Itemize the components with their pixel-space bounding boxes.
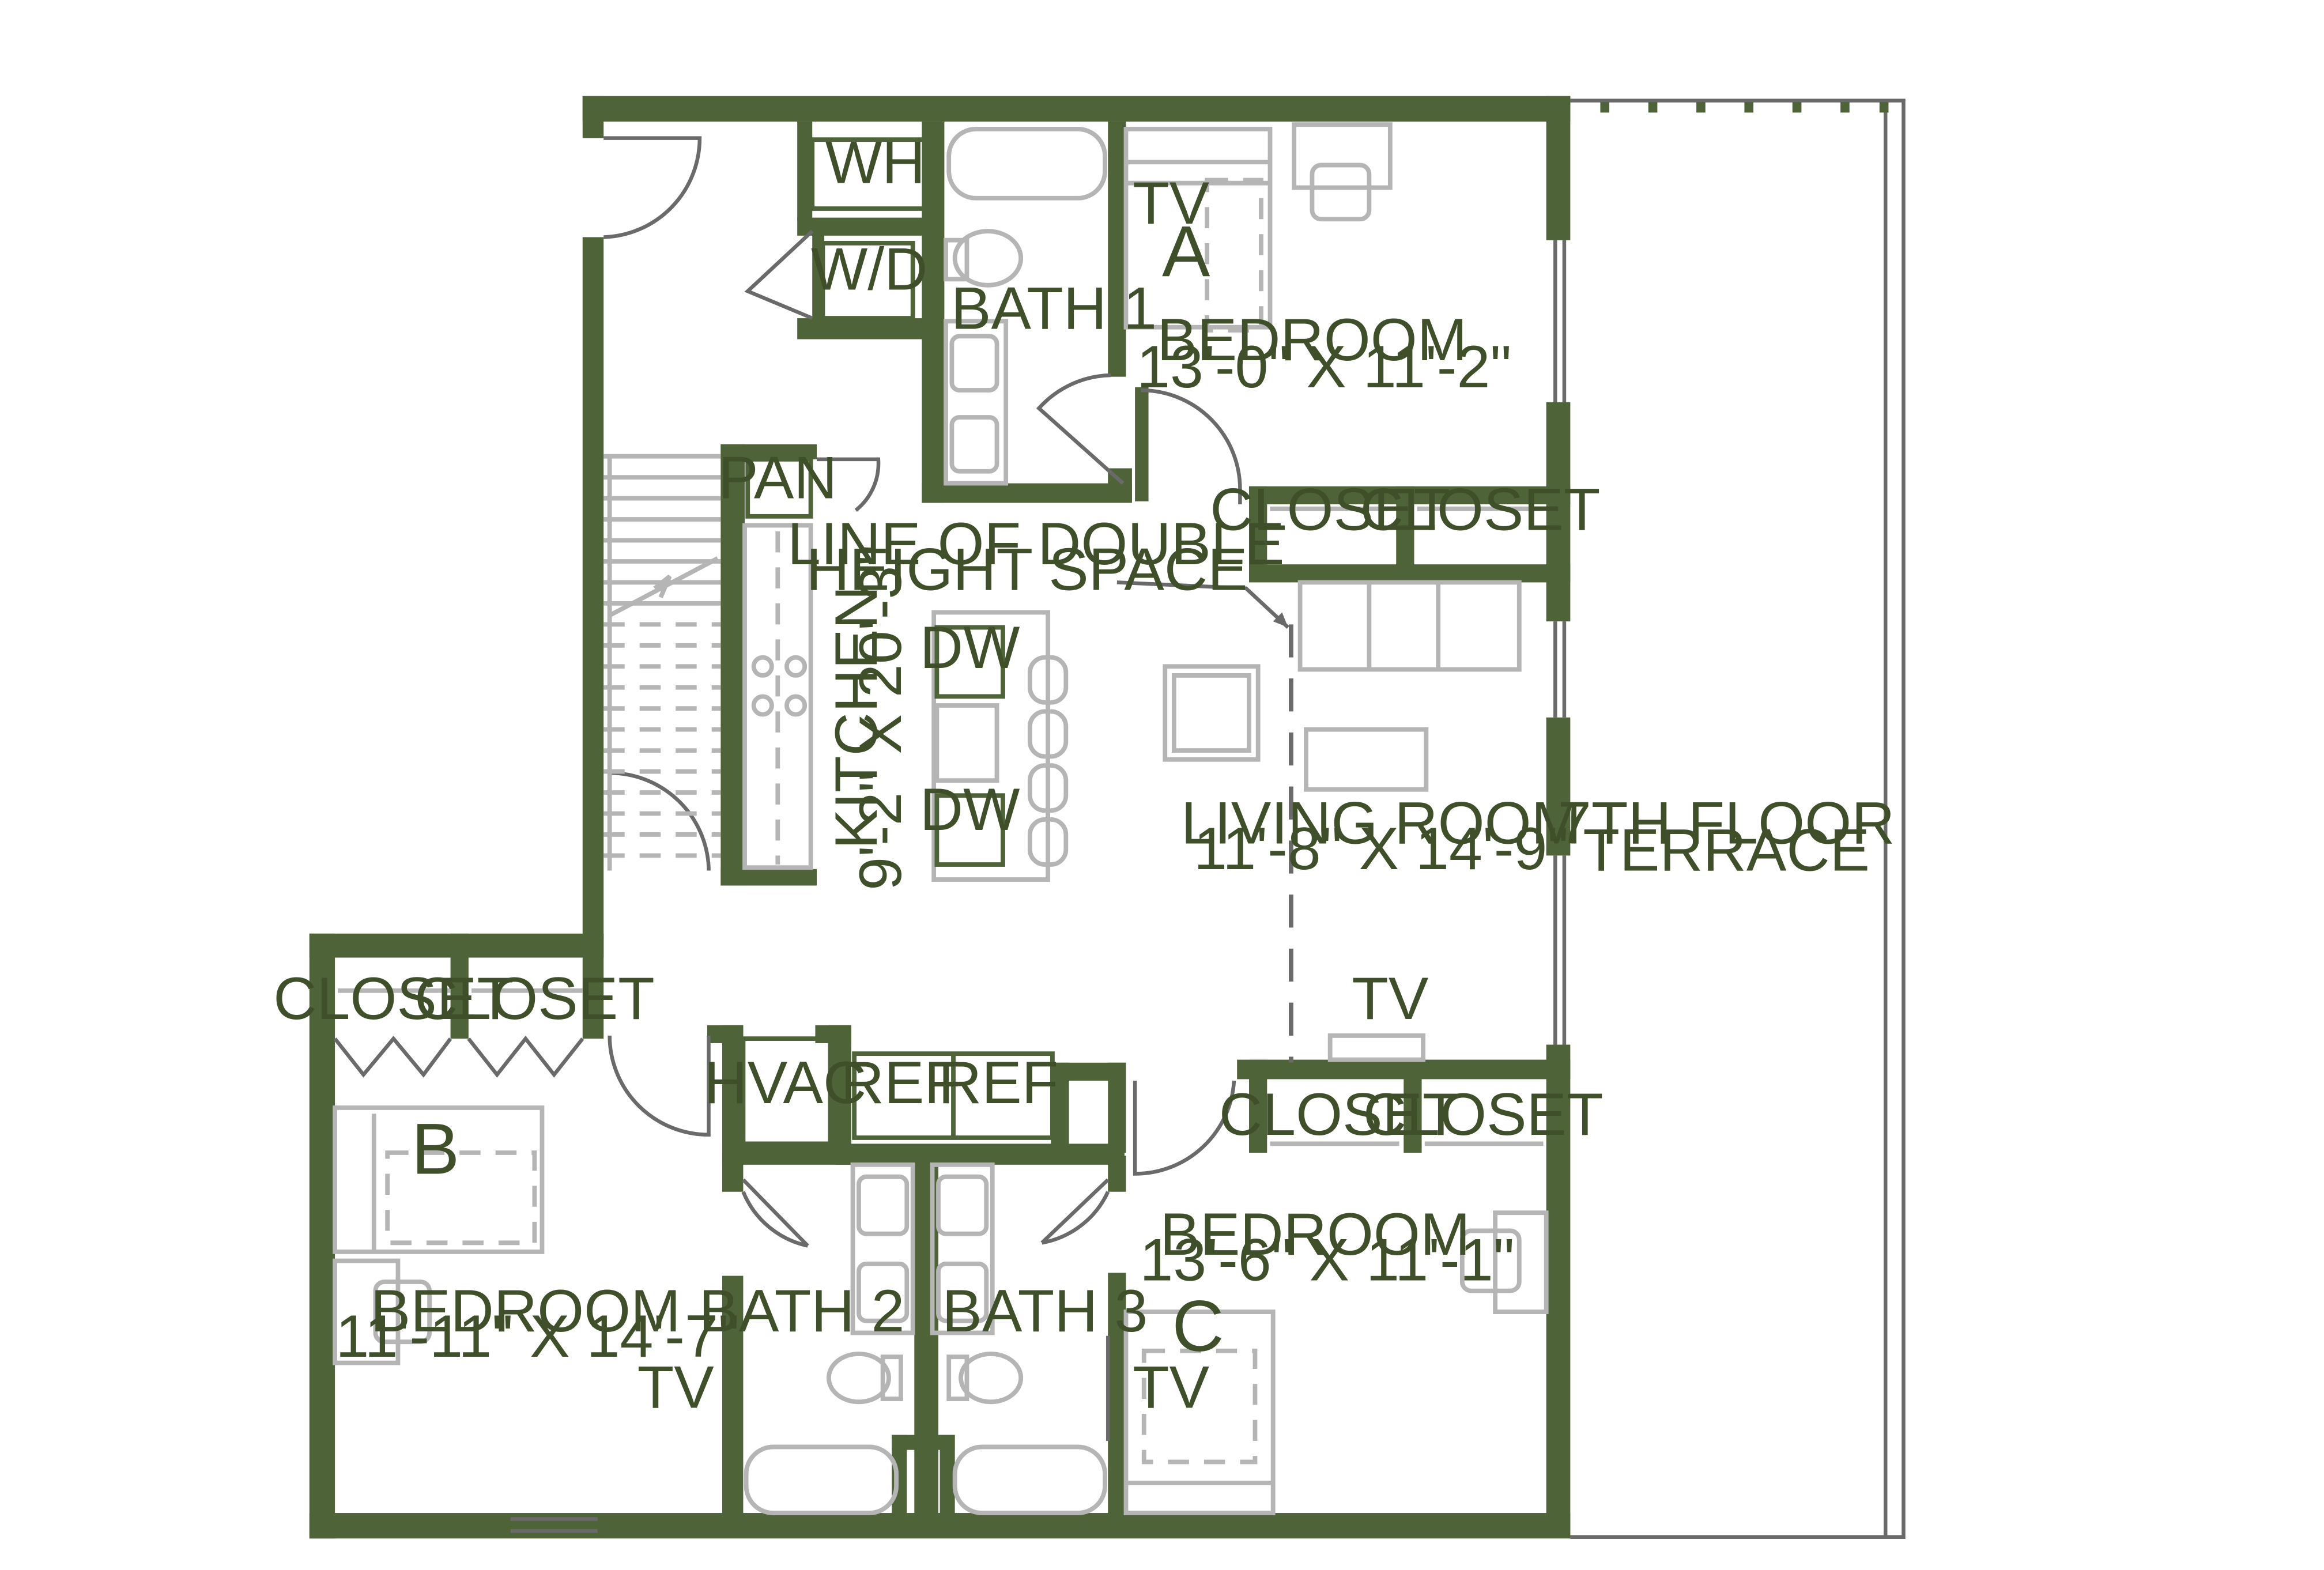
label-bedroom-c-name: BEDROOM [1160,1201,1470,1268]
stairs [603,454,721,871]
label-kitchen-name: KITCHEN [823,586,890,849]
label-dw-2: DW [920,776,1020,843]
label-wh: WH [825,130,926,197]
label-bedroom-c-letter: C [1172,1286,1224,1367]
label-closet-c1: CLOSET [1219,1081,1459,1148]
label-bedroom-b-dims: 11'-11" X 14'-7" [335,1303,739,1370]
kitchen-fixtures [742,523,1261,882]
label-bedroom-b-name: BEDROOM [371,1278,681,1345]
terrace [1570,99,1906,1539]
label-living-dims: 11'-8" X 14'-9" [1194,816,1568,882]
label-bedroom-a-letter: A [1162,212,1210,292]
label-wd: W/D [811,236,927,303]
label-terrace-line2: TERRACE [1583,817,1870,884]
label-note-line1: LINE OF DOUBLE [787,511,1284,578]
label-bedroom-a-name: BEDROOM [1157,307,1467,373]
label-kitchen-dims: 9'-2" X 20'-3" [847,545,914,890]
label-tv-a: TV [1133,170,1210,237]
label-bath1: BATH 1 [951,275,1157,342]
label-bath2: BATH 2 [699,1278,905,1345]
label-closet-b1: CLOSET [273,965,514,1032]
label-bedroom-a-dims: 13'-0" X 11'-2" [1137,334,1511,401]
label-bedroom-c-dims: 13'-6" X 11'-1" [1140,1226,1514,1293]
label-tv-b: TV [637,1354,715,1421]
label-dw-1: DW [920,614,1020,681]
label-pan: PAN [718,445,837,512]
label-closet-a1: CLOSET [1210,476,1450,543]
label-note-line2: HEIGHT SPACE [806,536,1248,603]
label-tv-c: TV [1133,1354,1210,1421]
label-ref-2: REF [938,1050,1058,1116]
label-closet-a2: CLOSET [1360,476,1601,543]
label-terrace-line1: 7TH FLOOR [1558,790,1895,857]
label-hvac: HVAC [704,1050,867,1116]
bath-fixtures [744,127,1107,1515]
openings [333,136,1567,1533]
furniture [333,122,1549,1515]
appliance-boxes [741,137,1055,1146]
label-ref-1: REF [841,1050,961,1116]
label-closet-b2: CLOSET [414,965,655,1032]
double-height-line [1116,580,1293,1063]
label-living-name: LIVING ROOM [1181,790,1581,857]
label-bedroom-b-letter: B [412,1109,459,1189]
label-closet-c2: CLOSET [1363,1081,1604,1148]
labels: WH W/D BATH 1 PAN TV A BEDROOM 13'-0" X … [273,130,1895,1421]
label-tv-living: TV [1352,965,1429,1032]
label-bath3: BATH 3 [942,1278,1148,1345]
